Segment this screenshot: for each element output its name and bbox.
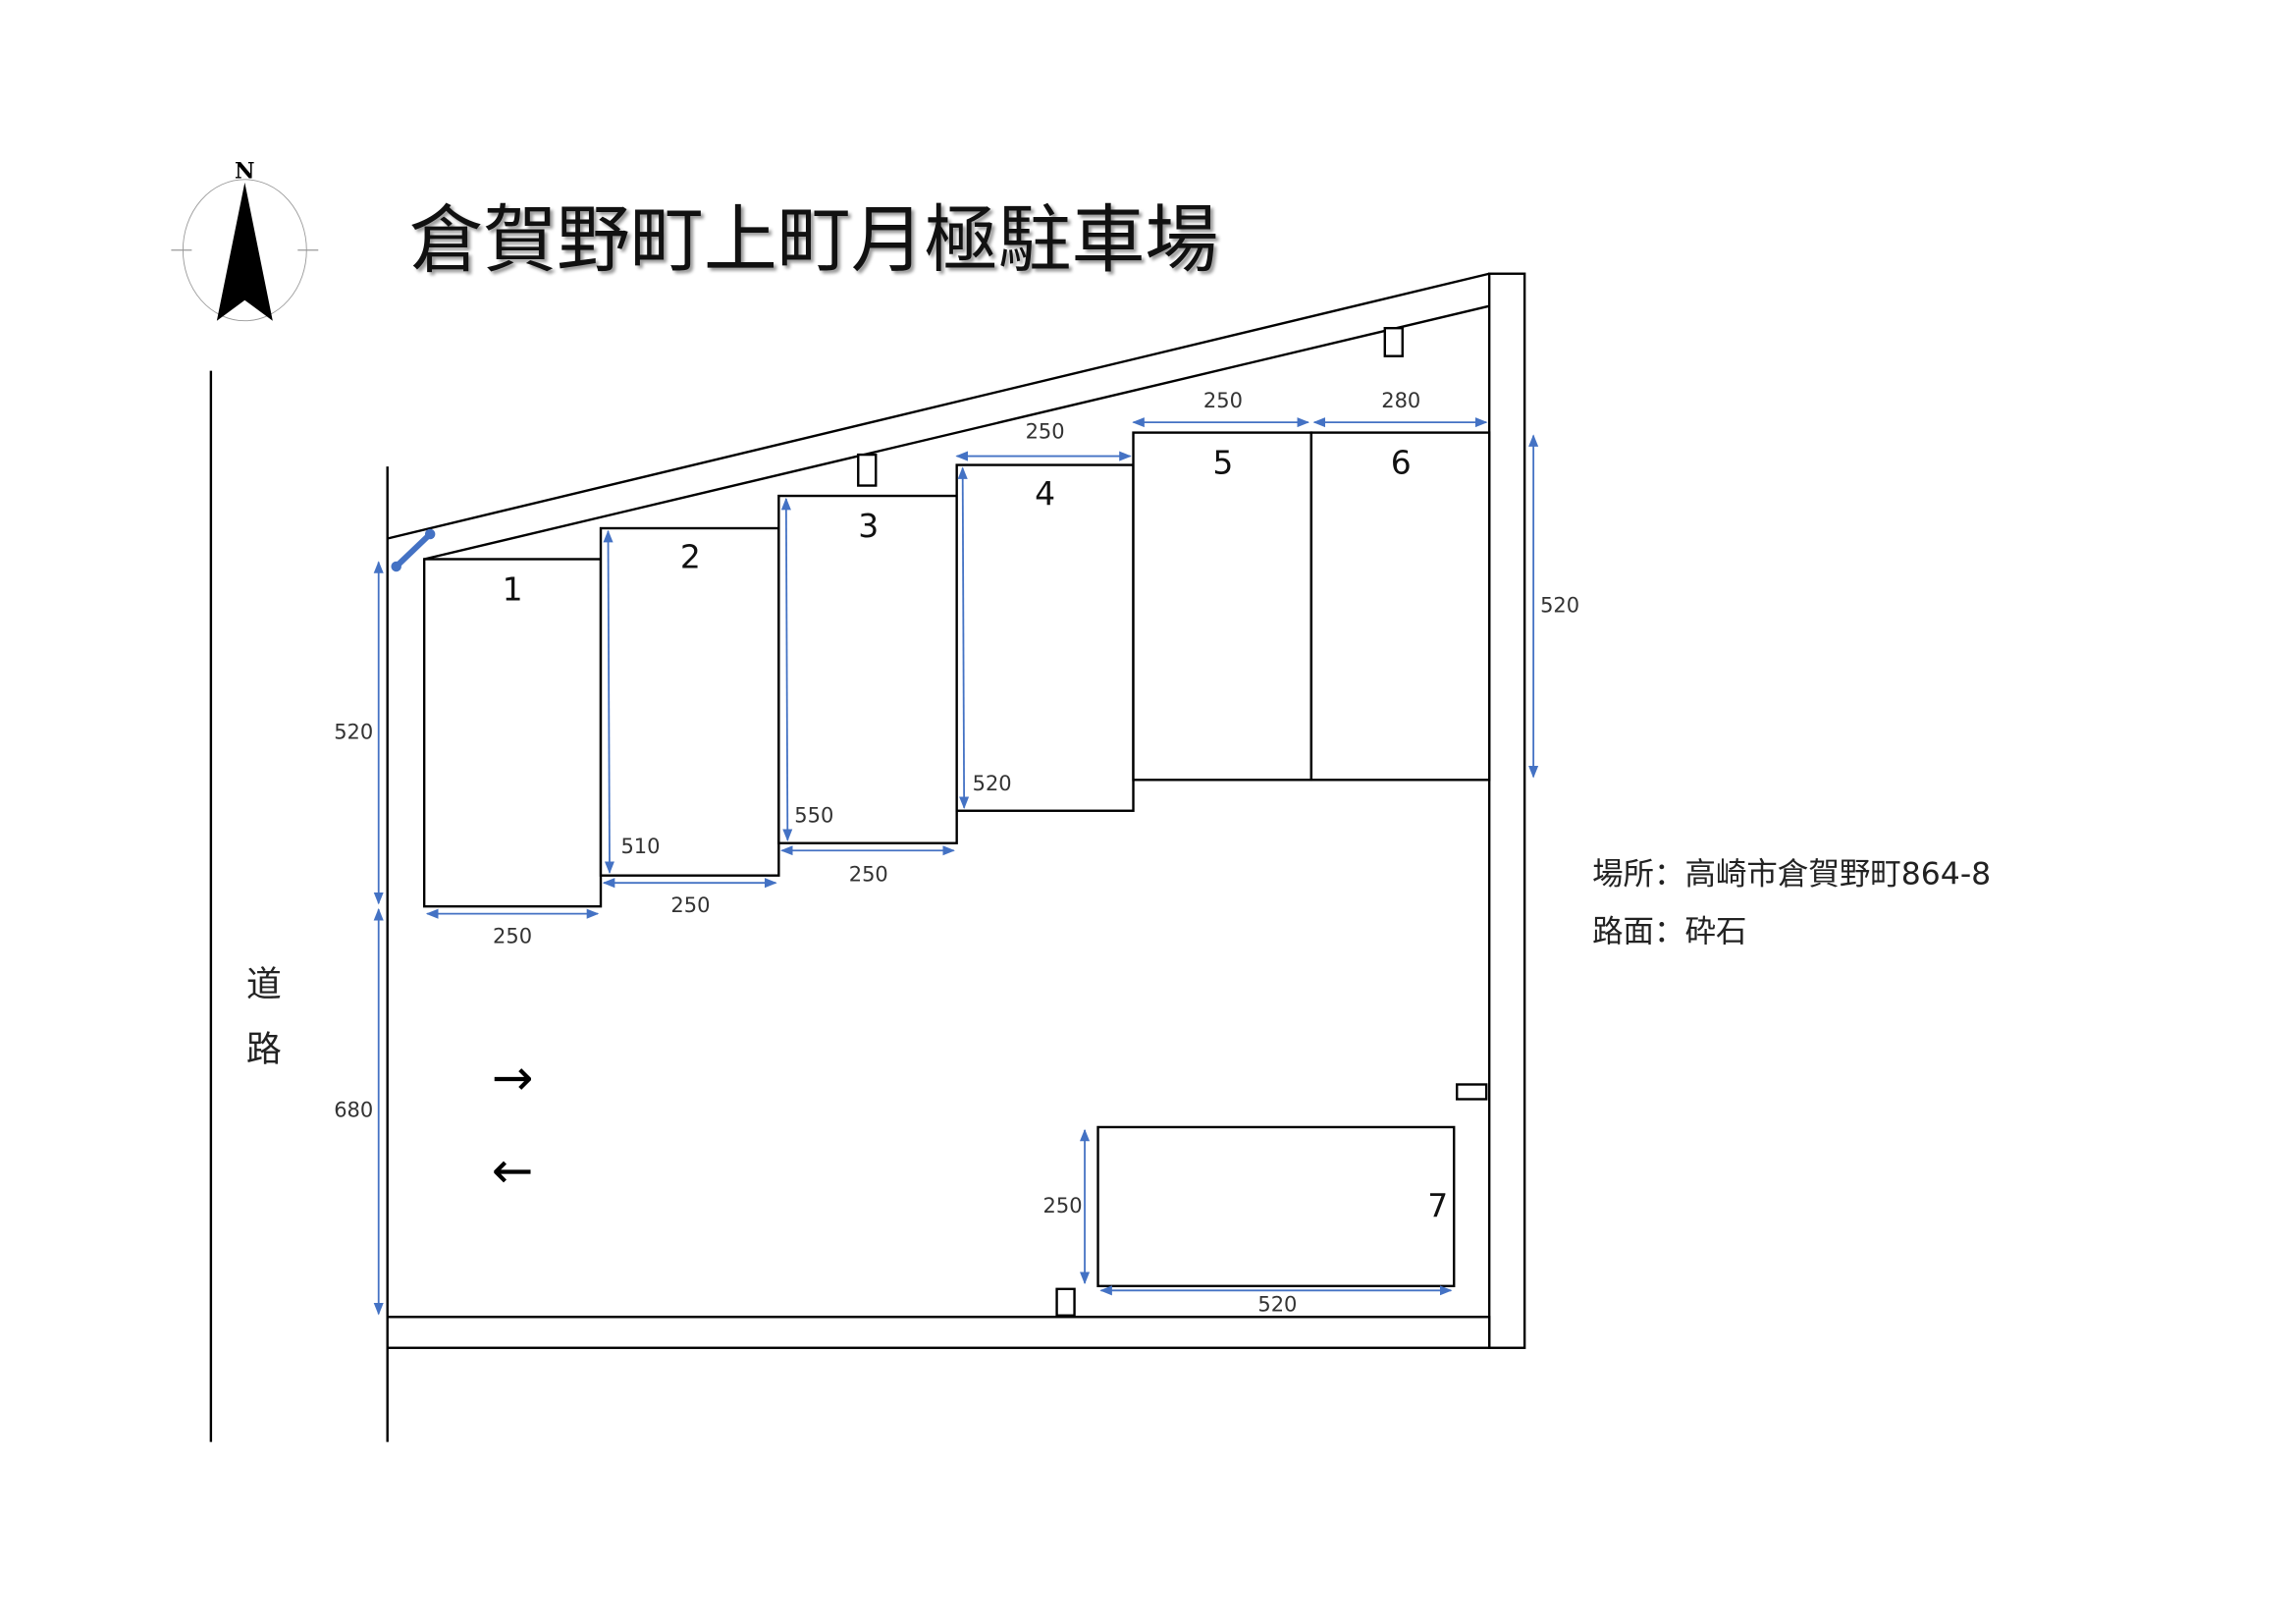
bottom-wall xyxy=(386,1316,1491,1349)
surface-text: 路面：砕石 xyxy=(1592,914,1746,949)
lot-top-inner-line xyxy=(423,304,1490,561)
right-wall xyxy=(1487,272,1526,1349)
stall-2 xyxy=(599,526,780,877)
dim-stall6-depth: 520 xyxy=(1540,593,1579,617)
road-label-char-1: 道 xyxy=(246,965,282,1005)
stall-number-3: 3 xyxy=(858,507,879,545)
dim-stall6-width: 280 xyxy=(1381,389,1420,412)
dim-stall7-width: 520 xyxy=(1257,1292,1297,1316)
dim-stall3-width: 250 xyxy=(849,863,888,887)
dim-stall7-height: 250 xyxy=(1043,1194,1083,1217)
dim-stall1-depth: 520 xyxy=(334,720,373,743)
dim-stall4-depth: 520 xyxy=(973,772,1012,795)
stall-number-5: 5 xyxy=(1212,444,1233,482)
compass-north-label: N xyxy=(235,158,255,184)
north-compass-icon: N xyxy=(171,158,319,322)
stall-4 xyxy=(955,463,1135,812)
stall-number-7: 7 xyxy=(1427,1186,1448,1224)
marker-post xyxy=(1456,1083,1488,1101)
stall-7 xyxy=(1096,1125,1456,1288)
road-label-char-2: 路 xyxy=(246,1030,282,1070)
dimension-lines xyxy=(373,417,1539,1316)
dim-stall1-width: 250 xyxy=(493,925,532,948)
marker-post xyxy=(1055,1287,1076,1317)
stall-3 xyxy=(777,494,958,844)
exit-arrow-icon: ← xyxy=(492,1142,534,1200)
gate-icon xyxy=(391,528,436,572)
marker-post xyxy=(857,453,878,487)
page-title: 倉賀野町上町月極駐車場 xyxy=(409,196,1218,283)
stall-1 xyxy=(422,558,603,908)
dim-stall5-width: 250 xyxy=(1203,389,1243,412)
location-text: 場所：高崎市倉賀野町864-8 xyxy=(1592,857,1991,893)
stall-number-4: 4 xyxy=(1035,474,1055,513)
stall-5 xyxy=(1132,431,1313,782)
dim-stall3-depth: 550 xyxy=(794,804,833,828)
stall-number-1: 1 xyxy=(503,569,523,608)
lot-top-boundary xyxy=(387,272,1490,540)
stall-6 xyxy=(1309,431,1491,782)
dim-stall2-width: 250 xyxy=(670,893,710,917)
stall-number-6: 6 xyxy=(1391,444,1412,482)
dim-stall2-depth: 510 xyxy=(620,835,660,858)
marker-post xyxy=(1383,326,1404,357)
dim-stall4-width: 250 xyxy=(1026,420,1065,444)
entry-arrow-icon: → xyxy=(492,1050,534,1108)
stall-number-2: 2 xyxy=(680,537,701,575)
dim-entrance-depth: 680 xyxy=(334,1098,373,1121)
